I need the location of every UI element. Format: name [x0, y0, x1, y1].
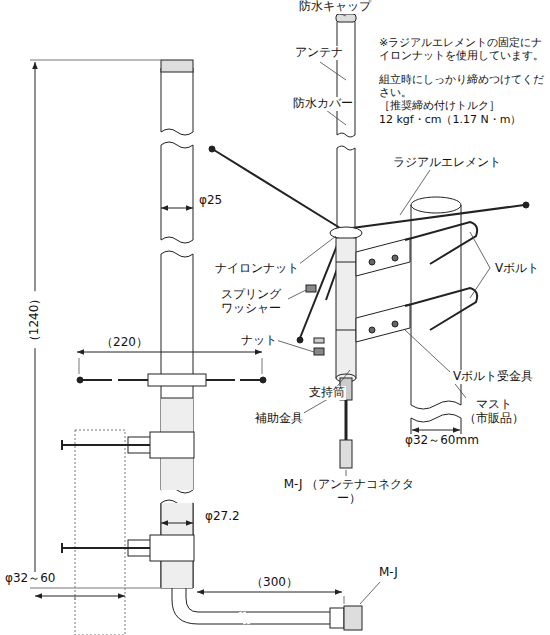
part-label: 支持筒 — [308, 386, 346, 400]
part-label: 補助金具 — [254, 412, 304, 426]
dimension-label: φ25 — [198, 194, 223, 208]
part-label: スプリング ワッシャー — [220, 288, 288, 316]
part-label: 防水キャップ — [298, 0, 372, 14]
note-text: 組立時にしっかり締めつけてください。 — [378, 73, 548, 99]
part-label: ラジアルエレメント — [392, 156, 502, 170]
note-text: ［推奨締め付けトルク］ — [378, 99, 501, 112]
part-label: ナイロンナット — [214, 262, 300, 276]
part-label: M-J （アンテナコネクター） — [278, 478, 420, 506]
part-label: ナット — [240, 334, 278, 348]
part-label: アンテナ — [294, 46, 344, 60]
dimension-label: φ27.2 — [204, 510, 241, 524]
dimension-label: （220） — [100, 336, 149, 350]
dimension-label: φ32～60mm — [404, 434, 480, 448]
part-label: 防水カバー — [292, 97, 354, 111]
part-label: マスト （市販品） — [462, 398, 526, 426]
dimension-label: φ32～60 — [4, 572, 56, 586]
part-label: M-J — [378, 566, 399, 580]
dimension-label: （300） — [250, 576, 299, 590]
dimension-label: （1240） — [28, 292, 42, 349]
note-text: ※ラジアルエレメントの固定にナイロンナットを使用しています。 — [378, 36, 548, 62]
note-text: 12 kgf・cm（1.17 N・m） — [378, 113, 522, 126]
part-label: Vボルト受金具 — [452, 370, 534, 384]
part-label: Vボルト — [494, 262, 540, 276]
